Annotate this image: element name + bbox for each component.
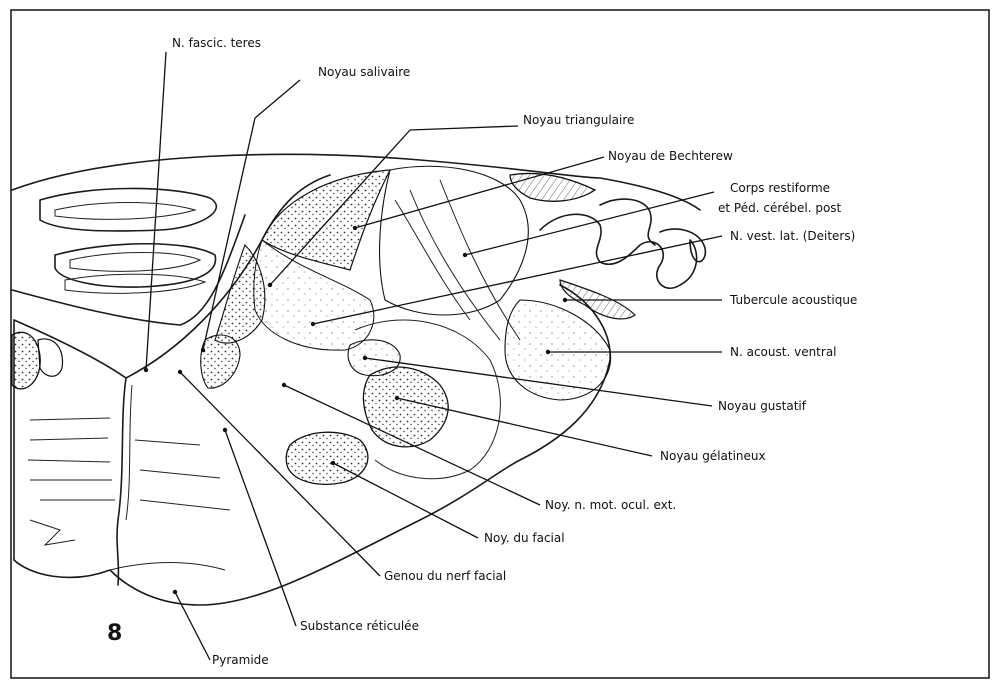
label-noyau-salivaire: Noyau salivaire bbox=[318, 65, 410, 79]
noyau-facial-region bbox=[286, 432, 368, 484]
left-lateral-lobe bbox=[38, 339, 63, 376]
pyramid-boundary bbox=[110, 563, 225, 571]
cerebellum-folium-2 bbox=[70, 253, 200, 272]
label-noyau-triangulaire: Noyau triangulaire bbox=[523, 113, 634, 127]
midline-raphe bbox=[117, 378, 126, 585]
label-noyau-gelatineux: Noyau gélatineux bbox=[660, 449, 766, 463]
label-deiters: N. vest. lat. (Deiters) bbox=[730, 229, 855, 243]
label-fascic-teres: N. fascic. teres bbox=[172, 36, 261, 50]
label-substance-reticulee: Substance réticulée bbox=[300, 619, 419, 633]
label-noyau-bechterew: Noyau de Bechterew bbox=[608, 149, 733, 163]
label-ped-cerebel: et Péd. cérébel. post bbox=[718, 201, 842, 215]
fascic-teres-region bbox=[201, 335, 240, 388]
cerebellum-folium-1 bbox=[55, 203, 195, 220]
vestibular-bechterew-region bbox=[380, 166, 529, 315]
cerebellum-lobule-2 bbox=[55, 244, 216, 287]
raphe-fibers bbox=[126, 385, 132, 520]
label-noyau-gustatif: Noyau gustatif bbox=[718, 399, 807, 413]
vestibular-fibers bbox=[395, 180, 520, 340]
label-acoust-ventral: N. acoust. ventral bbox=[730, 345, 837, 359]
label-genou-facial: Genou du nerf facial bbox=[384, 569, 506, 583]
cerebellum-lobule-1 bbox=[40, 188, 216, 231]
corps-restiforme bbox=[510, 173, 595, 201]
label-corps-restiforme: Corps restiforme bbox=[730, 181, 830, 195]
cerebellar-convolution bbox=[540, 199, 705, 288]
label-noy-facial: Noy. du facial bbox=[484, 531, 565, 545]
figure-number: 8 bbox=[107, 621, 122, 646]
label-mot-ocul-ext: Noy. n. mot. ocul. ext. bbox=[545, 498, 676, 512]
left-lateral-nucleus bbox=[12, 332, 40, 389]
label-pyramide: Pyramide bbox=[212, 653, 269, 667]
label-tubercule-acoustique: Tubercule acoustique bbox=[729, 293, 857, 307]
